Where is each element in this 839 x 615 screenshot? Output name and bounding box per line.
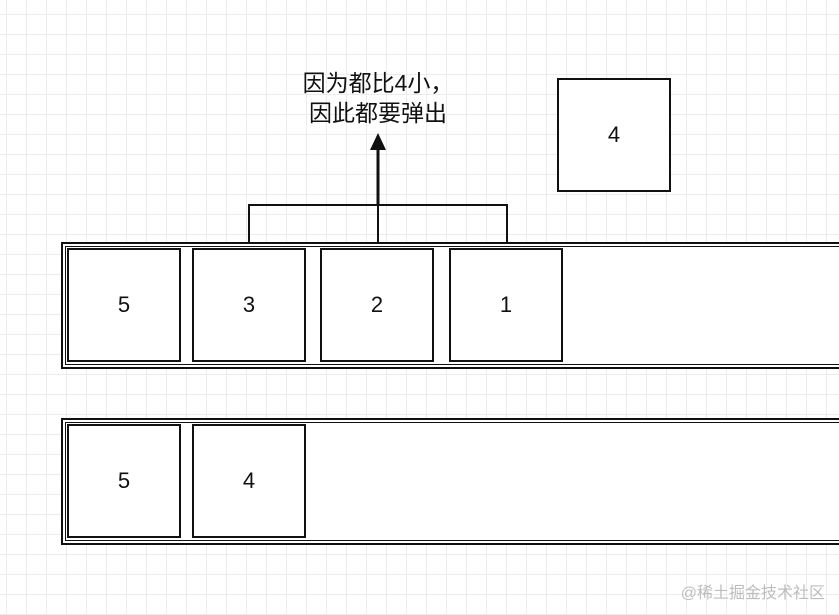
stack-after-item-2: 4 — [192, 424, 306, 538]
incoming-element: 4 — [557, 78, 671, 192]
stack-item-value: 4 — [242, 468, 256, 493]
stack-before-item-2: 3 — [192, 248, 306, 362]
stack-before-inner — [65, 246, 839, 365]
stack-after-item-1: 5 — [67, 424, 181, 538]
stack-before-item-1: 5 — [67, 248, 181, 362]
stack-before-item-3: 2 — [320, 248, 434, 362]
caption-line-1: 因为都比4小， — [302, 70, 454, 96]
stack-item-value: 3 — [242, 292, 256, 317]
stack-before-item-4: 1 — [449, 248, 563, 362]
stack-after — [61, 418, 839, 545]
arrow-head-icon — [370, 133, 386, 150]
stack-after-inner — [65, 422, 839, 541]
pop-caption: 因为都比4小， 因此都要弹出 — [268, 68, 488, 128]
stack-item-value: 1 — [499, 292, 513, 317]
watermark: @稀土掘金技术社区 — [680, 585, 825, 602]
stack-item-value: 5 — [117, 468, 131, 493]
caption-line-2: 因此都要弹出 — [309, 100, 447, 126]
stack-item-value: 5 — [117, 292, 131, 317]
stack-item-value: 2 — [370, 292, 384, 317]
incoming-element-value: 4 — [607, 122, 621, 147]
